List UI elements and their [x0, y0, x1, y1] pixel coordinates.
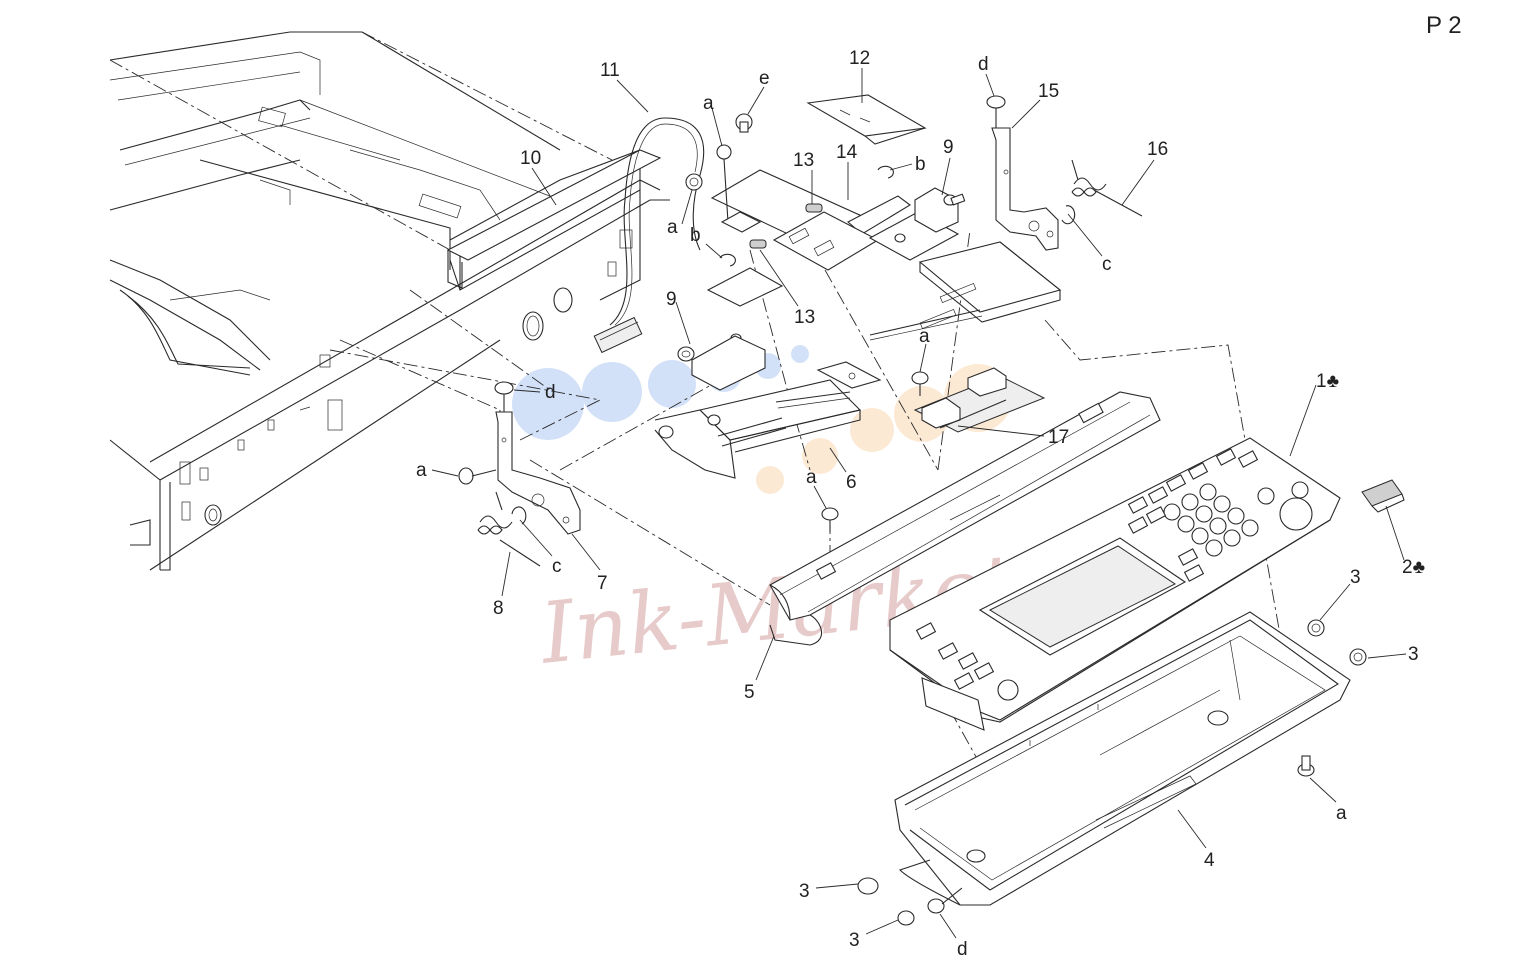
- part-15-bracket: [991, 127, 1059, 251]
- part-6-hinge-plate: [654, 361, 882, 479]
- callout-6: 6: [846, 472, 857, 493]
- part-4-tray: [894, 611, 1351, 906]
- part-16-spring: [1071, 159, 1143, 217]
- leader-lines: [431, 68, 1407, 939]
- callout-10: 10: [520, 148, 541, 169]
- screw-e: [735, 113, 753, 133]
- callout-d: d: [957, 939, 968, 960]
- callout-a: a: [416, 460, 427, 481]
- callout-15: 15: [1038, 81, 1059, 102]
- callout-13: 13: [794, 307, 815, 328]
- clip-b-upper: [877, 165, 894, 179]
- screw-a-left: [685, 173, 703, 191]
- callout-12: 12: [849, 48, 870, 69]
- callout-1: 1♣: [1316, 371, 1339, 392]
- clip-c-lower: [511, 506, 527, 525]
- clip-b-lower: [719, 253, 736, 267]
- part-11-cable: [609, 117, 705, 326]
- washer-3-a: [1307, 619, 1325, 637]
- fasteners: [458, 95, 1367, 926]
- part-10-bracket: [446, 149, 662, 289]
- screw-d-left: [494, 381, 514, 412]
- screw-d-tray: [927, 887, 963, 914]
- callout-b: b: [690, 225, 701, 246]
- callout-2: 2♣: [1402, 557, 1425, 578]
- part-9-damper-upper: [914, 187, 966, 233]
- spring-13-lower: [749, 239, 767, 249]
- clip-c-upper: [1061, 205, 1076, 225]
- foot-3-c: [857, 877, 879, 895]
- part-7-bracket: [495, 411, 581, 535]
- machine-frame: [109, 31, 670, 571]
- callout-9: 9: [666, 289, 677, 310]
- foot-3-d: [897, 910, 915, 926]
- spring-13-upper: [805, 203, 823, 213]
- watermark-dots: [512, 345, 1012, 494]
- callout-16: 16: [1147, 139, 1168, 160]
- connector-block: [593, 316, 643, 354]
- callout-b: b: [915, 154, 926, 175]
- callout-c: c: [552, 556, 562, 577]
- callout-4: 4: [1204, 850, 1215, 871]
- callout-14: 14: [836, 142, 858, 163]
- callout-labels: P 2 11 12 10 a e 13 14 b 9 d 15 16 c a b…: [416, 12, 1462, 960]
- callout-5: 5: [744, 682, 755, 703]
- washer-3-b: [1349, 648, 1367, 666]
- callout-a: a: [667, 217, 678, 238]
- callout-a: a: [806, 467, 817, 488]
- screw-a-rail: [821, 507, 839, 532]
- part-14-plate: [706, 169, 960, 343]
- part-12-plate: [806, 94, 927, 145]
- part-9-damper-left: [677, 335, 766, 391]
- callout-9: 9: [943, 137, 954, 158]
- callout-3: 3: [1350, 567, 1361, 588]
- callout-3: 3: [1408, 644, 1419, 665]
- part-17-latch: [913, 367, 1046, 433]
- callout-11: 11: [600, 60, 620, 81]
- callout-d: d: [978, 54, 989, 75]
- callout-a: a: [703, 93, 714, 114]
- callout-c: c: [1102, 254, 1112, 275]
- page-label: P 2: [1426, 12, 1462, 39]
- callout-7: 7: [597, 573, 608, 594]
- callout-3: 3: [849, 930, 860, 951]
- screw-a-upper: [716, 144, 762, 233]
- callout-17: 17: [1048, 427, 1069, 448]
- callout-13: 13: [793, 150, 814, 171]
- callout-e: e: [759, 68, 770, 89]
- screw-a-leftlow: [458, 467, 497, 485]
- part-5-rail-cover: [769, 391, 1161, 646]
- upper-hinge-bracket: [869, 241, 1062, 341]
- callout-d: d: [545, 382, 556, 403]
- callout-a: a: [919, 326, 930, 347]
- callout-3: 3: [799, 881, 810, 902]
- screw-a-tray: [1297, 755, 1315, 777]
- screw-d-upper: [986, 95, 1006, 128]
- callout-8: 8: [493, 598, 504, 619]
- part-8-spring: [477, 491, 541, 567]
- callout-a: a: [1336, 803, 1347, 824]
- part-1-control-panel: [889, 437, 1341, 731]
- part-2-cap: [1361, 479, 1405, 513]
